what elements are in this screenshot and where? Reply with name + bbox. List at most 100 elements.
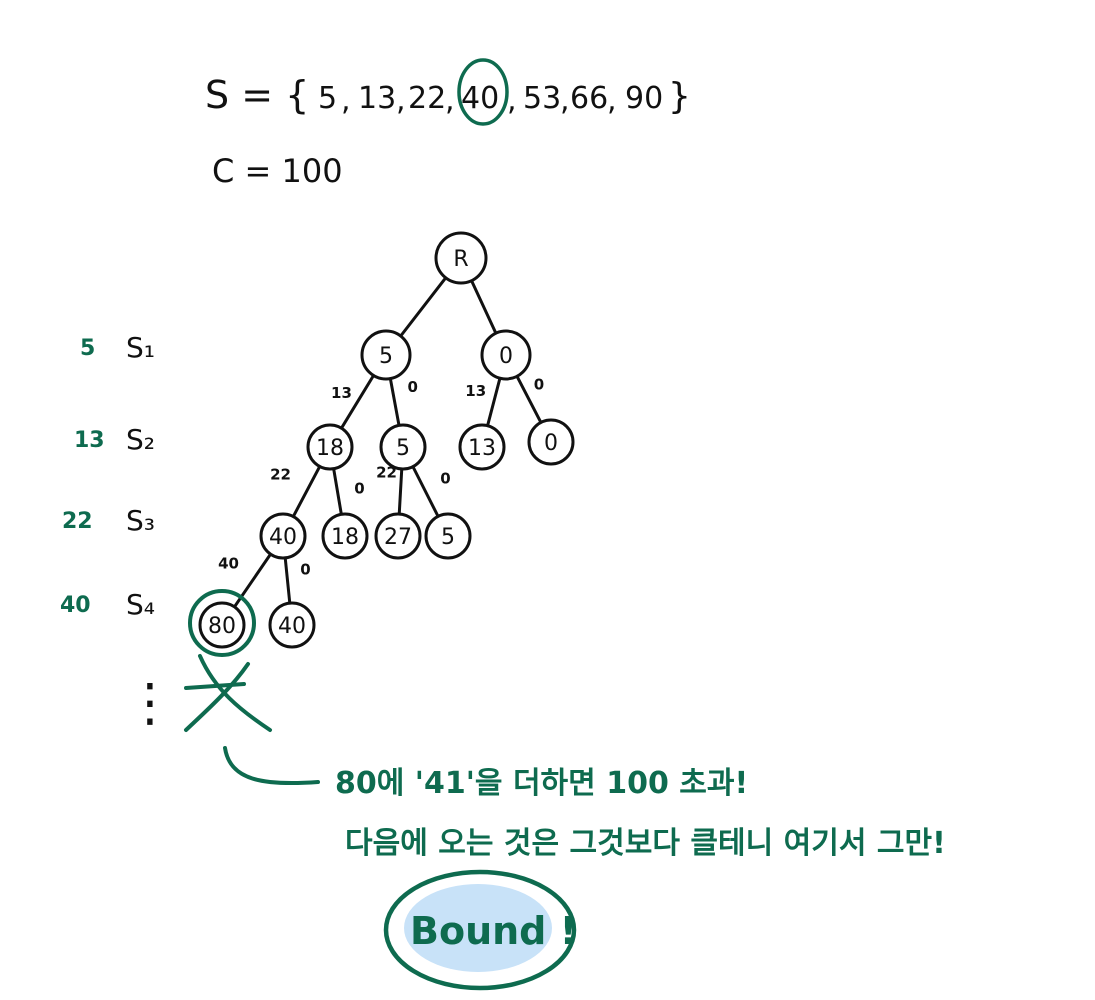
- tree-node-circle: [268, 601, 316, 649]
- annotation-line-2: 다음에 오는 것은 그것보다 클테니 여기서 그만!: [345, 826, 946, 861]
- tree-node: 5: [360, 329, 412, 381]
- level-set-label: S₄: [126, 588, 155, 621]
- level-set-label: S₃: [126, 504, 155, 537]
- edge-weight-label: 0: [440, 470, 450, 488]
- level-item-value: 22: [62, 509, 93, 534]
- tree-node-label: 40: [278, 614, 306, 639]
- level-labels: 5 S₁ 13 S₂ 22 S₃ 40 S₄: [60, 331, 155, 621]
- tree-node-circle: [434, 231, 488, 285]
- tree-node-circle: [198, 601, 246, 649]
- edge-weight-label: 0: [534, 375, 544, 393]
- set-item-circled: 40: [461, 81, 499, 116]
- tree-node-circle: [259, 512, 307, 560]
- prune-cross-stroke: [198, 654, 272, 732]
- set-prefix: S = {: [205, 73, 309, 117]
- tree-node: 13: [458, 423, 506, 471]
- tree-node-circle: [458, 423, 506, 471]
- tree-node-circle: [321, 512, 369, 560]
- tree-edge: [291, 464, 322, 519]
- level-set-label: S₂: [126, 423, 155, 456]
- set-item: 90: [625, 81, 663, 116]
- edge-weight-label: 0: [407, 378, 417, 396]
- tree-node-circle: [480, 329, 532, 381]
- tree-edge: [515, 374, 543, 424]
- ellipsis: ⋮: [124, 673, 176, 733]
- level-set-label: S₁: [126, 331, 155, 364]
- set-item: 13: [358, 81, 396, 116]
- set-item: 66: [570, 81, 608, 116]
- set-separator: ,: [396, 83, 406, 118]
- capacity-label: C = 100: [212, 152, 343, 190]
- tree-node-label: 5: [441, 525, 455, 550]
- tree-node-circle: [360, 329, 412, 381]
- tree-node-label: 40: [269, 525, 297, 550]
- set-separator: ,: [560, 83, 570, 118]
- set-item: 22: [408, 81, 446, 116]
- edge-weight-label: 13: [465, 382, 486, 400]
- tree-node-label: 18: [331, 525, 359, 550]
- level-item-value: 13: [74, 428, 105, 453]
- tree-edge: [411, 465, 440, 518]
- set-separator: ,: [445, 83, 455, 118]
- tree-node: 18: [306, 423, 354, 471]
- tree-node-label: 5: [396, 436, 410, 461]
- level-item-value: 5: [80, 336, 95, 361]
- tree-node-label: 27: [384, 525, 412, 550]
- tree-edge: [232, 552, 273, 609]
- set-separator: ,: [607, 83, 617, 118]
- level-item-value: 40: [60, 593, 91, 618]
- tree-node: R: [434, 231, 488, 285]
- edge-weight-label: 0: [354, 480, 364, 498]
- annotation-line-1: 80에 '41'을 더하면 100 초과!: [335, 766, 748, 801]
- tree-node-label: 5: [379, 344, 393, 369]
- tree-node-label: 18: [316, 436, 344, 461]
- tree-edge: [399, 276, 448, 338]
- tree-node-label: 80: [208, 614, 236, 639]
- pruned-node-highlight: [188, 589, 256, 657]
- set-definition: S = { 5 , 13 , 22 , 40 , 53 , 66 , 90 }: [205, 58, 691, 126]
- tree-node-circle: [424, 512, 472, 560]
- edge-weight-label: 0: [300, 561, 310, 579]
- tree-node-label: 13: [468, 436, 496, 461]
- edge-weight-label: 13: [331, 384, 352, 402]
- tree-edge: [470, 279, 498, 335]
- set-item-circle-mark: [457, 58, 509, 126]
- tree-node: 5: [424, 512, 472, 560]
- prune-cross-stroke: [184, 662, 250, 732]
- tree-edge: [397, 467, 404, 516]
- bound-circle: [383, 869, 577, 991]
- annotation-connector: [223, 746, 320, 786]
- tree-node: 40: [259, 512, 307, 560]
- bound-label: Bound !: [410, 909, 577, 953]
- tree-node-circle: [306, 423, 354, 471]
- set-item: 53: [523, 81, 561, 116]
- edge-weight-label: 40: [218, 555, 239, 573]
- tree-node-label: 0: [544, 431, 558, 456]
- tree-edge: [388, 377, 401, 427]
- set-suffix: }: [668, 76, 691, 117]
- tree-node-circle: [527, 418, 575, 466]
- prune-cross-mark: [184, 654, 272, 732]
- tree-edges: [232, 276, 543, 609]
- tree-node: 27: [374, 512, 422, 560]
- tree-node: 0: [480, 329, 532, 381]
- tree-node: 0: [527, 418, 575, 466]
- set-separator: ,: [341, 83, 351, 118]
- bound-highlight: [404, 884, 552, 972]
- bound-badge: Bound !: [383, 869, 577, 991]
- tree-node: 5: [379, 423, 427, 471]
- prune-cross-stroke: [184, 682, 246, 690]
- tree-node: 40: [268, 601, 316, 649]
- tree-node-circle: [374, 512, 422, 560]
- tree-edge: [283, 556, 292, 605]
- tree-node: 18: [321, 512, 369, 560]
- tree-node-circle: [379, 423, 427, 471]
- edge-weight-label: 22: [270, 466, 291, 484]
- tree-edge: [339, 374, 376, 430]
- tree-edge: [332, 467, 343, 516]
- tree-node-label: R: [453, 247, 468, 272]
- edge-weight-label: 22: [376, 464, 397, 482]
